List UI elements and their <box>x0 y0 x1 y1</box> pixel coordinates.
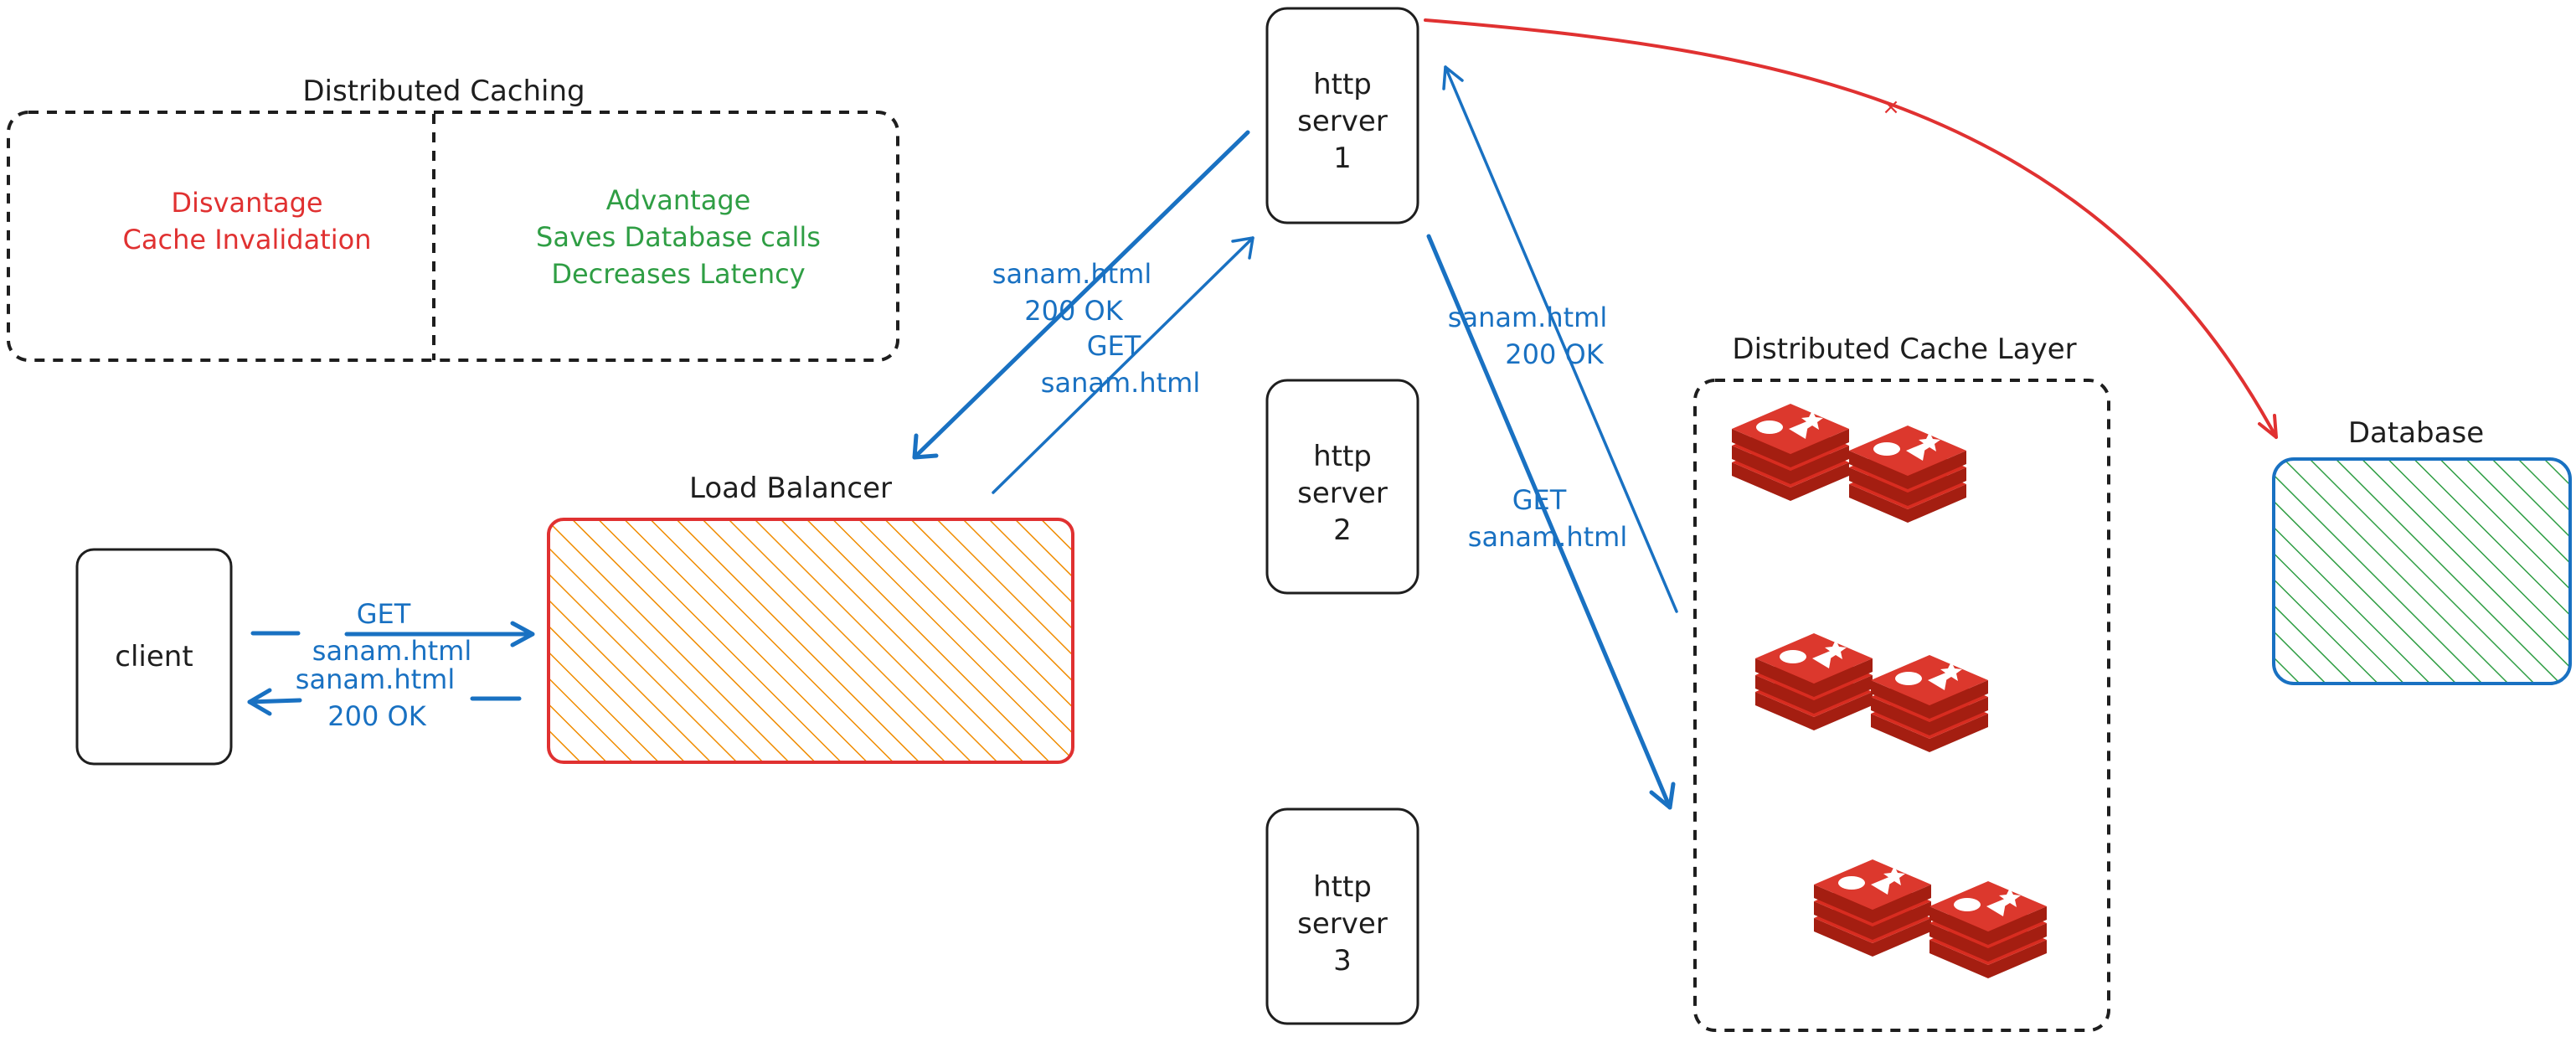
client-node[interactable]: client <box>75 548 233 766</box>
arrow-server1-to-cache <box>1426 234 1672 810</box>
disadvantage-heading: Disvantage <box>171 187 322 219</box>
arrow-lb-to-client <box>247 696 522 704</box>
cache-layer-border <box>1693 379 2110 1032</box>
arrowhead-server1-to-lb <box>912 433 939 460</box>
http-server-1-label-3: 1 <box>1333 142 1352 175</box>
arrowhead-server1-to-db <box>2258 414 2278 439</box>
http-server-2-label-1: http <box>1313 440 1372 473</box>
edge-label-client-get-path: sanam.html <box>312 635 471 667</box>
arrow-server1-to-lb <box>912 130 1250 460</box>
http-server-2-label-2: server <box>1297 477 1388 510</box>
http-server-3[interactable]: http server 3 <box>1265 807 1419 1025</box>
http-server-3-label-2: server <box>1297 907 1388 941</box>
edge-label-lb-get: GET <box>1087 330 1141 362</box>
redis-icon <box>1732 404 1849 501</box>
http-server-2-box[interactable] <box>1265 379 1419 595</box>
load-balancer-node[interactable]: Load Balancer <box>547 472 1074 764</box>
client-label: client <box>115 640 193 673</box>
database-node[interactable]: Database <box>2272 416 2572 685</box>
edge-label-lb-get-path: sanam.html <box>1041 367 1200 399</box>
arrow-cache-to-server1 <box>1444 65 1678 613</box>
http-server-2-label-3: 2 <box>1333 513 1352 547</box>
http-server-1-box[interactable] <box>1265 7 1419 224</box>
distributed-caching-title: Distributed Caching <box>302 75 585 108</box>
edge-label-client-get: GET <box>357 598 411 630</box>
edge-label-s1-resp-status: 200 OK <box>1024 295 1123 327</box>
redis-icon-group <box>1732 404 2047 978</box>
arrowhead-server1-to-cache <box>1649 782 1676 810</box>
edge-label-client-resp-status: 200 OK <box>327 700 426 732</box>
edge-label-cache-resp-path: sanam.html <box>1448 302 1607 333</box>
edge-client-lb <box>247 621 535 716</box>
edge-label-cache-get: GET <box>1512 484 1567 516</box>
advantage-text-1: Saves Database calls <box>536 221 821 253</box>
advantage-text-2: Decreases Latency <box>551 258 805 290</box>
http-server-2[interactable]: http server 2 <box>1265 379 1419 595</box>
arrow-lb-to-server1 <box>992 236 1255 494</box>
http-server-3-box[interactable] <box>1265 807 1419 1025</box>
edge-server1-db <box>1424 18 2278 439</box>
http-server-3-label-1: http <box>1313 870 1372 904</box>
edge-label-cache-resp-status: 200 OK <box>1505 338 1604 370</box>
advantage-heading: Advantage <box>606 184 751 216</box>
load-balancer-label: Load Balancer <box>689 472 892 505</box>
http-server-1[interactable]: http server 1 <box>1265 7 1419 224</box>
redis-icon <box>1755 633 1873 730</box>
arrowhead-cache-to-server1 <box>1442 65 1464 90</box>
caching-box-border <box>7 111 899 362</box>
cache-layer-label: Distributed Cache Layer <box>1732 333 2076 366</box>
edge-cross-marker: × <box>1882 95 1900 120</box>
arrowhead-lb-to-client <box>247 688 272 716</box>
http-server-3-label-3: 3 <box>1333 944 1352 978</box>
redis-icon <box>1814 859 1931 957</box>
redis-icon <box>1929 881 2047 978</box>
client-box[interactable] <box>75 548 233 766</box>
database-box[interactable] <box>2272 457 2572 685</box>
arrow-client-to-lb <box>250 631 533 637</box>
http-server-1-label-1: http <box>1313 68 1372 101</box>
distributed-cache-layer: Distributed Cache Layer <box>1693 333 2110 1032</box>
arrow-server1-to-db <box>1424 18 2278 439</box>
edge-label-cache-get-path: sanam.html <box>1468 521 1627 553</box>
edge-label-s1-resp-path: sanam.html <box>992 258 1151 290</box>
edge-lb-server1 <box>912 130 1250 460</box>
redis-icon <box>1849 426 1966 523</box>
distributed-caching-box: Distributed Caching Disvantage Cache Inv… <box>7 75 899 362</box>
arrowhead-client-to-lb <box>510 621 535 647</box>
http-server-1-label-2: server <box>1297 105 1388 138</box>
load-balancer-box[interactable] <box>547 518 1074 764</box>
arrowhead-lb-to-server1 <box>1231 236 1255 260</box>
database-label: Database <box>2348 416 2484 450</box>
disadvantage-text: Cache Invalidation <box>123 224 372 255</box>
redis-icon <box>1871 655 1988 752</box>
edge-label-client-resp-path: sanam.html <box>296 663 455 695</box>
